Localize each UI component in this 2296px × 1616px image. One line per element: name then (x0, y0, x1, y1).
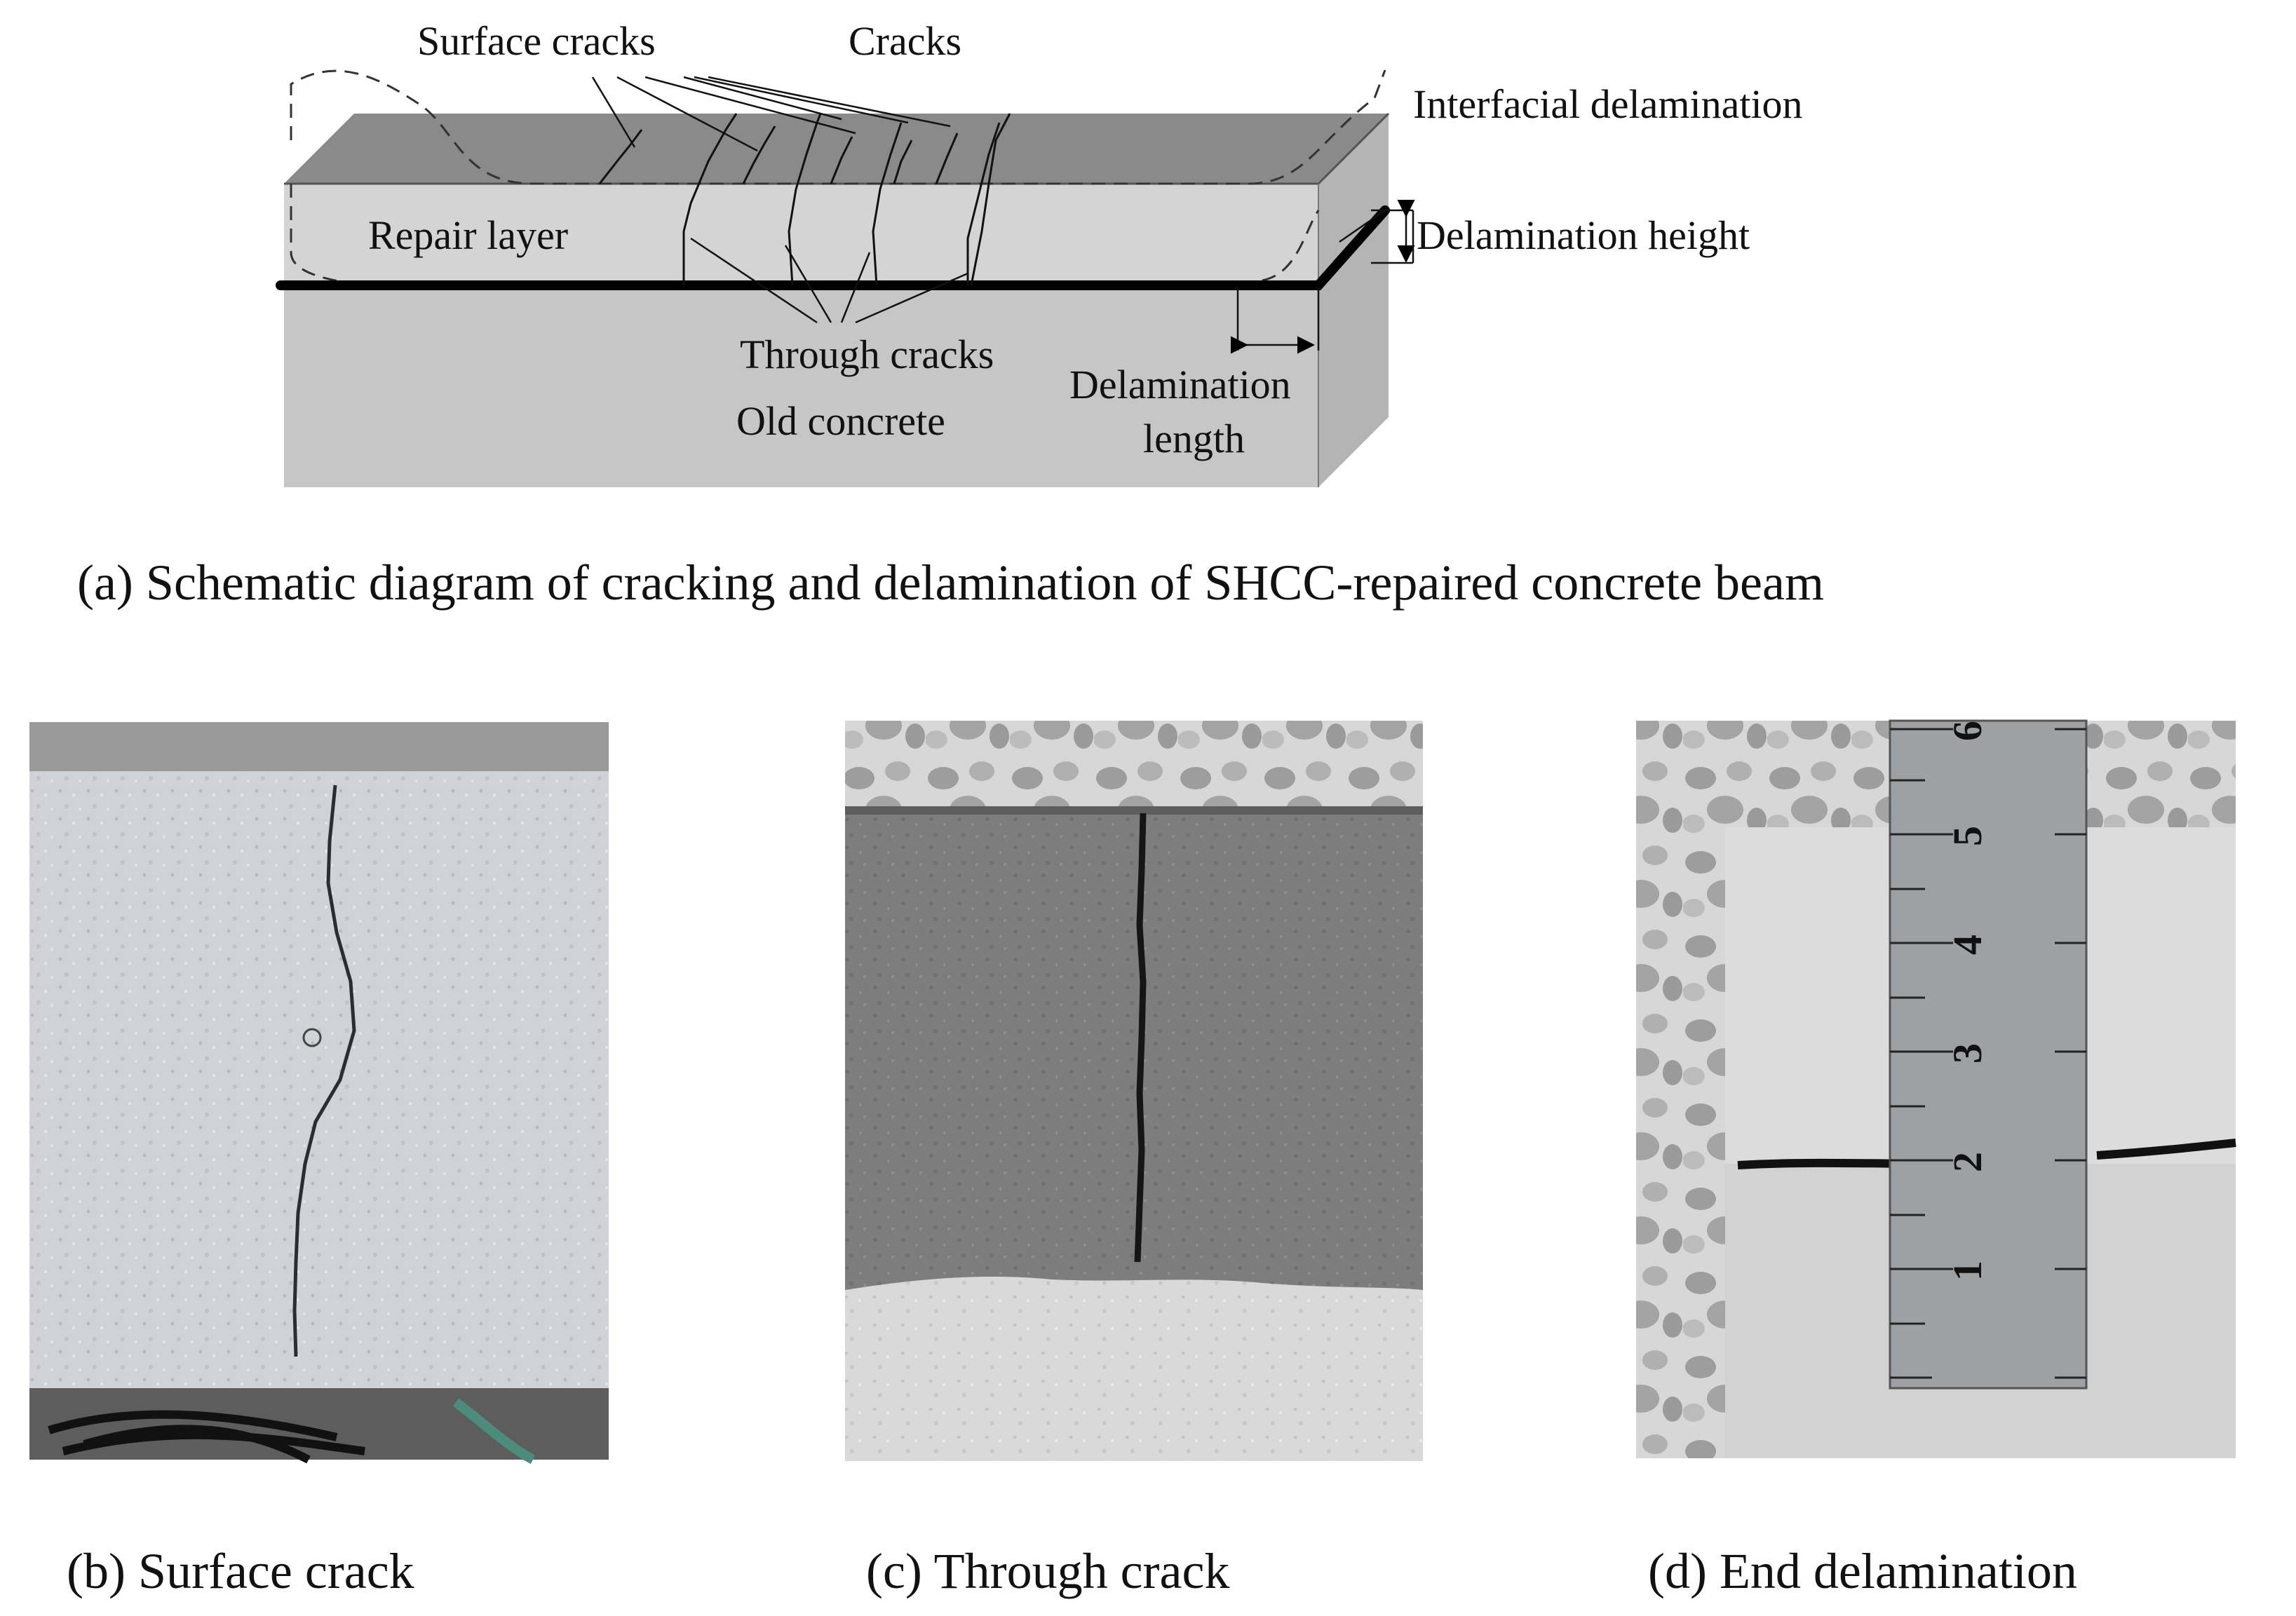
old-concrete (284, 285, 1318, 487)
schematic-diagram: Surface cracks Cracks Interfacial delami… (77, 18, 1824, 611)
label-delamination-length-1: Delamination (1069, 362, 1291, 407)
through-cracks-leaders (690, 237, 968, 324)
delamination-height-leader (1339, 209, 1386, 243)
label-old-concrete: Old concrete (736, 398, 945, 444)
ruler-number-3: 3 (1945, 1043, 1990, 1064)
through-crack-line (1134, 813, 1147, 1263)
ruler-number-6: 6 (1945, 721, 1990, 741)
repair-layer (284, 184, 1318, 285)
label-delamination-length-2: length (1143, 416, 1245, 461)
label-repair-layer: Repair layer (368, 212, 568, 258)
caption-c: (c) Through crack (866, 1543, 1229, 1599)
caption-d: (d) End delamination (1648, 1543, 2077, 1599)
photo-end-delamination: 1 2 3 4 5 6 (1636, 719, 2236, 1458)
photo-surface-crack (29, 722, 609, 1465)
ruler-number-4: 4 (1945, 935, 1990, 955)
ruler: 1 2 3 4 5 6 (1889, 719, 2088, 1390)
surface-cracks-leaders (591, 76, 856, 152)
beam-top-face (284, 114, 1389, 184)
photo-through-crack (845, 721, 1423, 1461)
interface-line (276, 205, 1390, 290)
ruler-number-1: 1 (1945, 1261, 1990, 1281)
delamination-height-marker (1371, 200, 1415, 264)
ruler-number-2: 2 (1945, 1152, 1990, 1172)
surface-crack-line (292, 785, 356, 1357)
label-through-cracks: Through cracks (740, 332, 994, 377)
cracks-leaders (683, 76, 951, 128)
ruler-number-5: 5 (1945, 826, 1990, 846)
label-cracks: Cracks (849, 18, 961, 64)
delamination-length-dimension (1231, 287, 1320, 354)
label-delamination-height: Delamination height (1417, 212, 1750, 258)
label-surface-cracks: Surface cracks (417, 18, 656, 64)
beam-side-face (1318, 114, 1389, 487)
label-interfacial-delamination: Interfacial delamination (1413, 81, 1803, 127)
surface-crack-lines (598, 125, 959, 184)
caption-a: (a) Schematic diagram of cracking and de… (77, 555, 1824, 611)
caption-b: (b) Surface crack (67, 1543, 414, 1599)
through-crack-lines (682, 113, 1011, 286)
interfacial-delamination-curve (290, 69, 1386, 185)
